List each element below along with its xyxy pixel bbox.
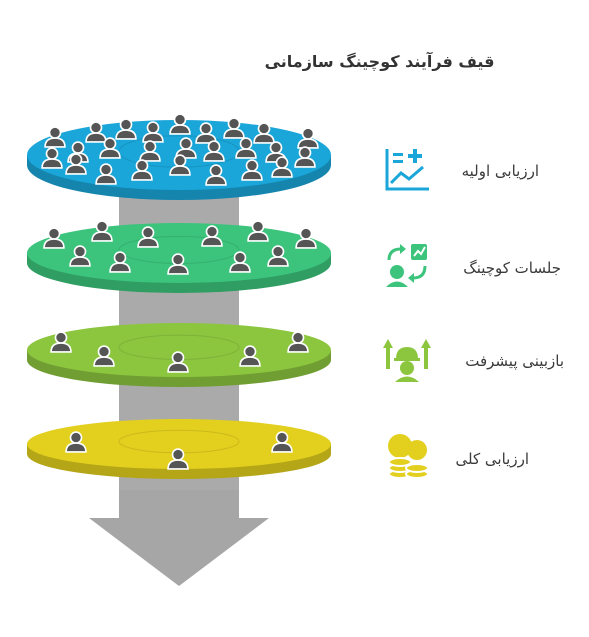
person-icon xyxy=(50,331,72,353)
stage-label-overall-assessment: ارزیابی کلی xyxy=(455,450,529,468)
person-icon xyxy=(43,227,65,249)
person-icon xyxy=(287,331,309,353)
person-icon xyxy=(271,156,293,178)
person-icon xyxy=(205,164,227,186)
stage-label-progress-review: بازبینی پیشرفت xyxy=(465,352,564,370)
person-icon xyxy=(241,159,263,181)
person-icon xyxy=(139,140,161,162)
person-icon xyxy=(44,126,66,148)
person-icon xyxy=(253,122,275,144)
person-icon xyxy=(297,127,319,149)
stage-label-initial-assessment: ارزیابی اولیه xyxy=(461,162,539,180)
person-icon xyxy=(235,137,257,159)
person-icon xyxy=(93,345,115,367)
person-icon xyxy=(167,448,189,470)
person-icon xyxy=(95,163,117,185)
person-icon xyxy=(267,245,289,267)
stage-disc-top xyxy=(27,419,331,469)
person-icon xyxy=(195,122,217,144)
person-icon xyxy=(109,251,131,273)
diagram-title: قیف فرآیند کوچینگ سازمانی xyxy=(264,52,495,71)
person-icon xyxy=(169,154,191,176)
person-icon xyxy=(201,225,223,247)
person-icon xyxy=(69,245,91,267)
person-icon xyxy=(99,137,121,159)
person-icon xyxy=(85,121,107,143)
person-icon xyxy=(115,118,137,140)
person-icon xyxy=(229,251,251,273)
person-icon xyxy=(137,226,159,248)
person-icon xyxy=(142,121,164,143)
coins-stack-icon xyxy=(388,434,429,479)
person-icon xyxy=(167,351,189,373)
person-icon xyxy=(223,117,245,139)
person-icon xyxy=(91,220,113,242)
person-icon xyxy=(41,147,63,169)
person-icon xyxy=(65,431,87,453)
person-icon xyxy=(203,140,225,162)
chart-plus-icon xyxy=(385,149,429,191)
coaching-session-icon xyxy=(386,244,427,287)
stage-label-coaching-sessions: جلسات کوچینگ xyxy=(463,259,561,277)
person-icon xyxy=(247,220,269,242)
person-icon xyxy=(131,159,153,181)
person-icon xyxy=(294,146,316,168)
person-icon xyxy=(239,345,261,367)
person-icon xyxy=(167,253,189,275)
progress-review-icon xyxy=(383,339,431,382)
funnel-down-arrow xyxy=(89,488,269,586)
person-icon xyxy=(169,113,191,135)
person-icon xyxy=(271,431,293,453)
person-icon xyxy=(65,153,87,175)
person-icon xyxy=(295,227,317,249)
